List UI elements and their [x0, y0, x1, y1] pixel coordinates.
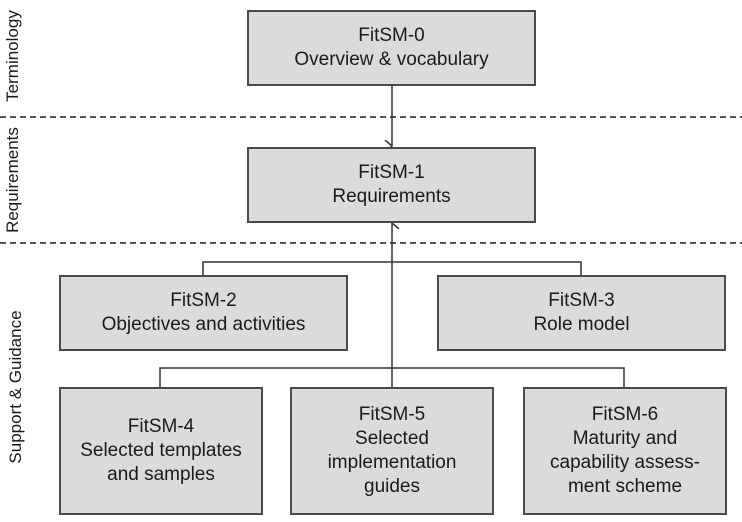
- lane-label-terminology: Terminology: [3, 10, 22, 102]
- box-subtitle: Requirements: [332, 186, 451, 207]
- box-fitsm-6: FitSM-6 Maturity and capability assess- …: [523, 387, 727, 515]
- box-subtitle: Overview & vocabulary: [294, 49, 489, 70]
- box-fitsm-4: FitSM-4 Selected templates and samples: [59, 387, 263, 515]
- box-fitsm-3: FitSM-3 Role model: [437, 275, 726, 351]
- box-subtitle: implementation: [327, 452, 457, 473]
- box-subtitle: ment scheme: [567, 476, 683, 497]
- box-title: FitSM-5: [358, 404, 426, 425]
- box-title: FitSM-0: [358, 25, 425, 46]
- box-subtitle: and samples: [107, 464, 215, 485]
- box-fitsm-2: FitSM-2 Objectives and activities: [59, 275, 348, 351]
- box-fitsm-5: FitSM-5 Selected implementation guides: [290, 387, 494, 515]
- lane-label-requirements: Requirements: [3, 127, 22, 233]
- box-title: FitSM-3: [548, 290, 615, 311]
- edge-branch-row2: [202, 261, 582, 275]
- lane-label-support-guidance: Support & Guidance: [6, 310, 25, 464]
- box-subtitle: Maturity and: [572, 428, 678, 449]
- box-title: FitSM-2: [170, 290, 237, 311]
- box-subtitle: Selected templates: [80, 440, 242, 461]
- box-subtitle: guides: [364, 476, 420, 497]
- edge-branch-row3: [159, 367, 625, 387]
- box-subtitle: capability assess-: [550, 452, 700, 473]
- box-subtitle: Objectives and activities: [101, 314, 306, 335]
- box-subtitle: Role model: [533, 314, 630, 335]
- box-title: FitSM-4: [127, 416, 195, 437]
- box-title: FitSM-1: [358, 162, 425, 183]
- box-title: FitSM-6: [591, 404, 659, 425]
- box-fitsm-1: FitSM-1 Requirements: [247, 147, 536, 223]
- box-subtitle: Selected: [355, 428, 429, 449]
- box-fitsm-0: FitSM-0 Overview & vocabulary: [247, 10, 536, 86]
